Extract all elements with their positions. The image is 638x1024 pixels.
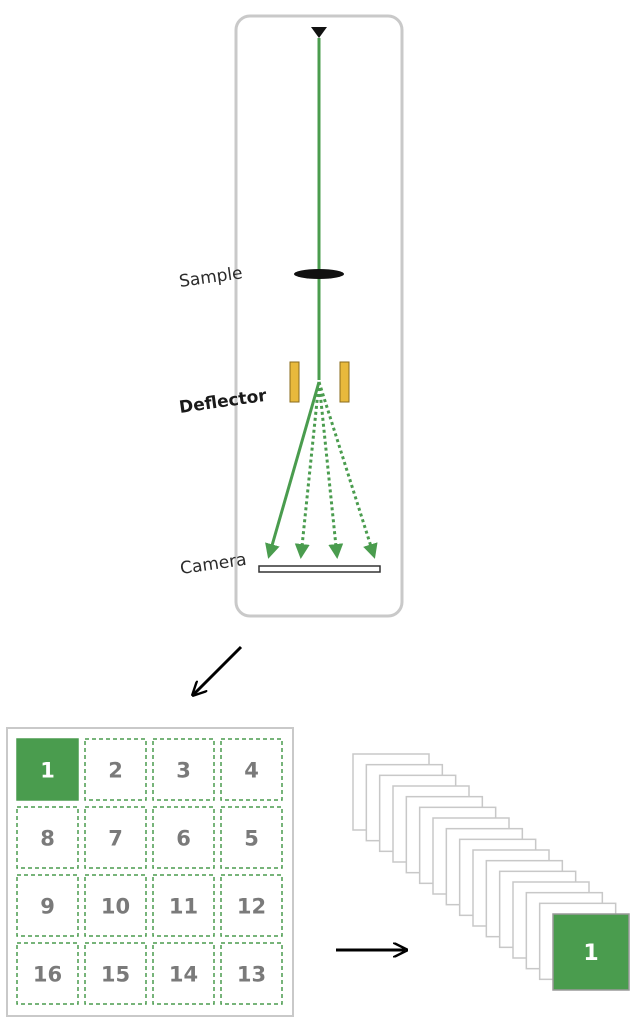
grid-cell (84, 738, 147, 801)
grid-cell (220, 738, 283, 801)
grid-cell (220, 874, 283, 937)
grid-cell (16, 942, 79, 1005)
grid-cell-number: 2 (108, 759, 123, 783)
camera-detector (258, 565, 381, 573)
sample-disc (294, 269, 344, 279)
grid-cell-number: 4 (244, 759, 259, 783)
grid-cell-number: 16 (33, 963, 62, 987)
grid-cell (84, 942, 147, 1005)
grid-cell-number: 6 (176, 827, 191, 851)
pattern-stack: 1 (352, 753, 630, 991)
deflected-beam-dotted-3 (317, 381, 378, 559)
grid-cell-number: 7 (108, 827, 123, 851)
grid-cell-number: 8 (40, 827, 55, 851)
deflected-beam-solid (265, 381, 321, 559)
grid-cell-number: 10 (101, 895, 130, 919)
grid-cell-number: 1 (40, 759, 55, 783)
grid-cell-number: 12 (237, 895, 266, 919)
beam-source-icon (311, 27, 327, 38)
deflected-beam-dotted-2 (317, 381, 344, 559)
deflected-beam-dotted-1 (294, 381, 321, 559)
grid-cell (84, 806, 147, 869)
grid-cell (152, 942, 215, 1005)
grid-cell (16, 806, 79, 869)
grid-cell-number: 3 (176, 759, 191, 783)
stack-front-number: 1 (583, 941, 598, 966)
grid-cell-number: 9 (40, 895, 55, 919)
grid-cell-number: 5 (244, 827, 259, 851)
grid-cell (152, 806, 215, 869)
grid-cell (220, 942, 283, 1005)
arrow-down-left-icon (194, 645, 243, 694)
grid-cell (152, 874, 215, 937)
grid-cell (16, 738, 79, 801)
grid-cell-number: 11 (169, 895, 198, 919)
deflector-plate-right (339, 361, 350, 403)
grid-cell (220, 806, 283, 869)
grid-cell (16, 874, 79, 937)
grid-cell-number: 15 (101, 963, 130, 987)
stack-frame-front (552, 913, 630, 991)
grid-cell-number: 13 (237, 963, 266, 987)
grid-cell (84, 874, 147, 937)
deflector-plate-left (289, 361, 300, 403)
grid-cell-number: 14 (169, 963, 198, 987)
sample-label: Sample (178, 263, 244, 292)
grid-cell (152, 738, 215, 801)
